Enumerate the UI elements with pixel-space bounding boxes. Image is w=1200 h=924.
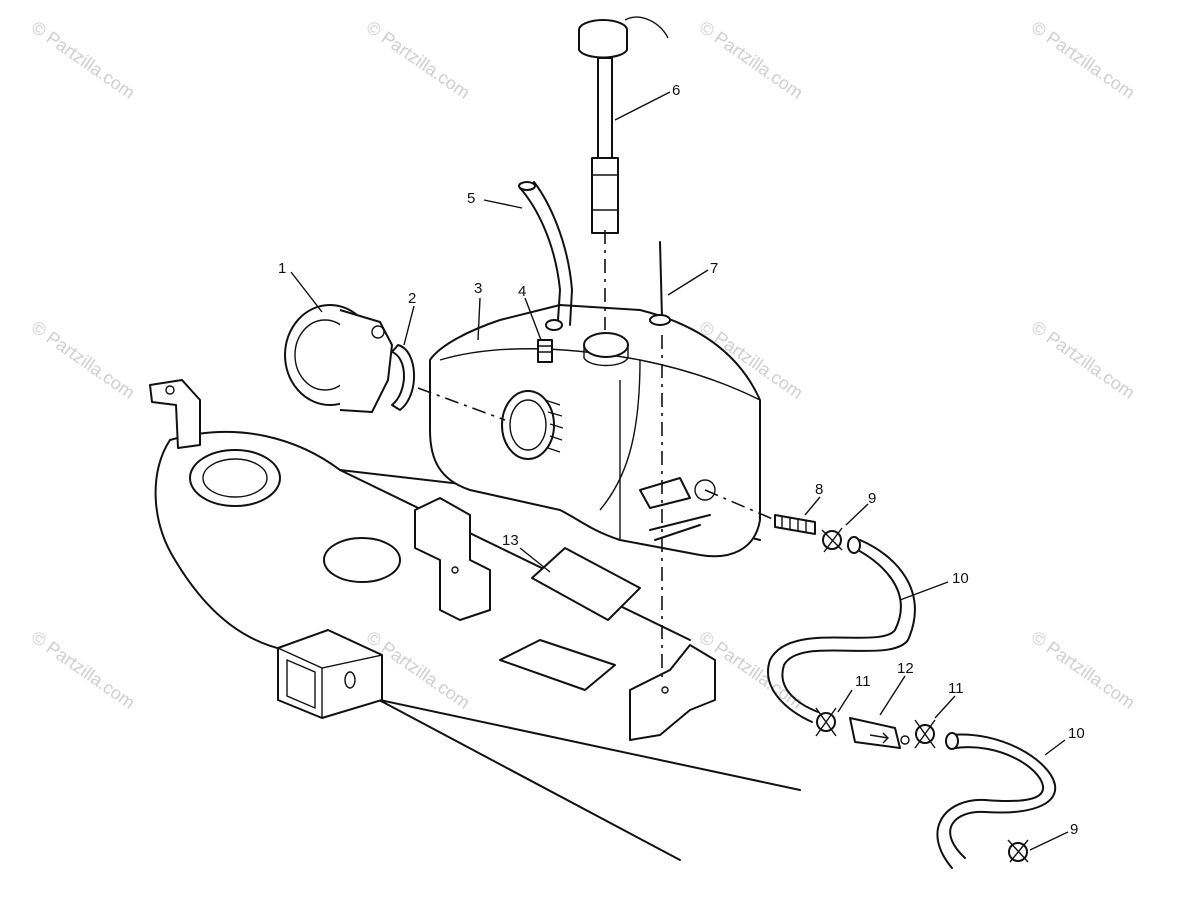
callout-2: 2	[408, 290, 416, 307]
part-12-filter	[849, 717, 910, 749]
callout-10-bottom: 10	[1068, 725, 1085, 742]
part-1-cap	[284, 304, 393, 413]
callout-labels: 1 2 3 4 5 6 7 8 9 10 11 12 11 10 9 13	[278, 82, 1085, 838]
frame	[149, 379, 801, 861]
part-6-dipstick	[578, 16, 669, 234]
watermark-11: © Partzilla.com	[1028, 627, 1139, 713]
callout-5: 5	[467, 190, 475, 207]
leader-lines	[290, 91, 1069, 851]
callout-1: 1	[278, 260, 286, 277]
watermark-4: © Partzilla.com	[1028, 17, 1139, 103]
centerlines	[417, 230, 776, 680]
callout-4: 4	[518, 283, 526, 300]
watermark-8: © Partzilla.com	[28, 627, 139, 713]
callout-6: 6	[672, 82, 680, 99]
part-5-hose	[518, 181, 573, 331]
part-2-gasket	[391, 344, 415, 411]
callout-3: 3	[474, 280, 482, 297]
watermark-2: © Partzilla.com	[363, 17, 474, 103]
callout-7: 7	[710, 260, 718, 277]
part-7-pin	[649, 241, 671, 326]
callout-9-top: 9	[868, 490, 876, 507]
callout-8: 8	[815, 481, 823, 498]
part-10-hoses	[767, 536, 1057, 869]
callout-9-bottom: 9	[1070, 821, 1078, 838]
callout-12: 12	[897, 660, 914, 677]
part-9-clamps	[821, 527, 1029, 863]
oil-tank	[429, 304, 761, 558]
part-13-pad	[531, 547, 641, 621]
callout-11-left: 11	[855, 673, 871, 690]
watermark-3: © Partzilla.com	[696, 17, 807, 103]
callout-10-top: 10	[952, 570, 969, 587]
callout-11-right: 11	[948, 680, 964, 697]
callout-13: 13	[502, 532, 519, 549]
part-4-fitting	[537, 339, 553, 363]
watermark-1: © Partzilla.com	[28, 17, 139, 103]
part-11-clamps	[815, 707, 936, 749]
part-8-fitting	[774, 514, 816, 535]
watermark-7: © Partzilla.com	[1028, 317, 1139, 403]
watermark-5: © Partzilla.com	[28, 317, 139, 403]
